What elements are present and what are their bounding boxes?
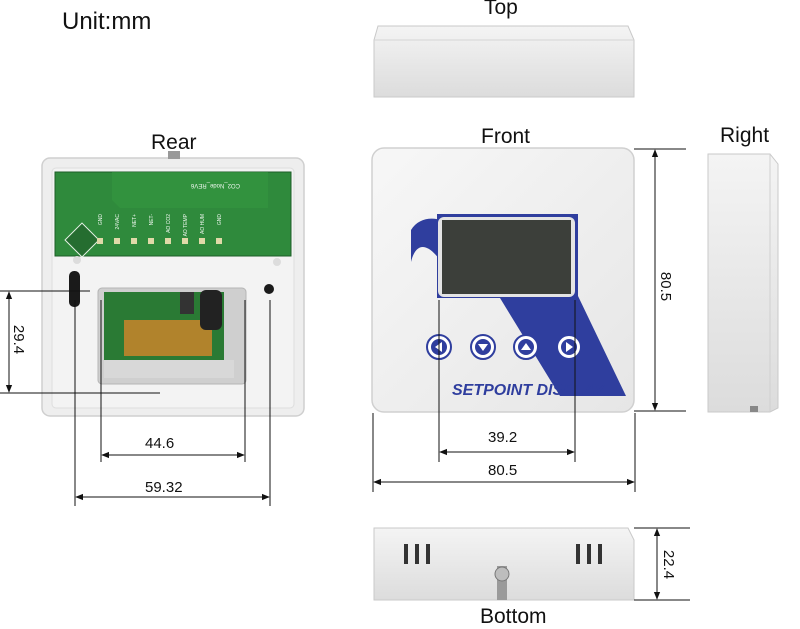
bottom-view-label: Bottom	[480, 605, 547, 628]
pcb-pin-label: NET+	[132, 214, 138, 227]
mounting-slot	[69, 271, 80, 307]
top-view	[373, 25, 635, 98]
pcb-pin	[114, 238, 120, 244]
pcb-board: GND 24VAC NET+ NET- AO CO2 AO TEMP AO HUM GND C…	[54, 171, 292, 258]
up-arrow-icon	[521, 343, 531, 350]
pcb-pin	[97, 238, 103, 244]
pcb-pin	[148, 238, 154, 244]
lcd-screen	[442, 220, 571, 294]
vent-slots-left	[404, 544, 430, 564]
pcb-pin	[131, 238, 137, 244]
bottom-view	[373, 527, 635, 601]
pcb-pin	[182, 238, 188, 244]
pcb-pin-label: GND	[217, 214, 223, 226]
dimension-front-width: 80.5	[488, 462, 518, 479]
dimension-bottom-depth: 22.4	[660, 549, 678, 580]
dimension-front-height: 80.5	[657, 271, 675, 302]
pcb-logo	[64, 222, 100, 258]
rear-view: GND 24VAC NET+ NET- AO CO2 AO TEMP AO HUM GND C…	[41, 151, 305, 417]
dimension-rear-inner-width: 44.6	[145, 435, 175, 452]
right-view-label: Right	[720, 124, 770, 147]
dimension-screen-width: 39.2	[488, 429, 518, 446]
pcb-pin	[165, 238, 171, 244]
top-view-label: Top	[484, 0, 518, 19]
bottom-screw	[494, 566, 510, 600]
front-view-label: Front	[481, 125, 531, 148]
pcb-pin-header: GND 24VAC NET+ NET- AO CO2 AO TEMP AO HUM GND	[97, 213, 223, 244]
unit-label: Unit:mm	[62, 8, 152, 35]
down-arrow-icon	[478, 344, 488, 351]
pcb-silkscreen: CO2_Node_REV6	[190, 182, 240, 188]
pcb-pin-label: AO TEMP	[183, 213, 189, 236]
pcb-pin-label: AO HUM	[200, 214, 206, 234]
dimension-rear-outer-width: 59.32	[145, 479, 183, 496]
pcb-pin-label: NET-	[149, 214, 155, 226]
pcb-pin	[216, 238, 222, 244]
right-view	[707, 153, 779, 413]
rear-view-label: Rear	[151, 131, 197, 154]
vent-slots-right	[576, 544, 602, 564]
right-arrow-button[interactable]	[556, 334, 582, 360]
pcb-pin	[199, 238, 205, 244]
up-arrow-button[interactable]	[513, 334, 539, 360]
mounting-hole	[264, 284, 274, 294]
dimension-rear-height: 29.4	[10, 324, 28, 355]
pcb-pin-label: AO CO2	[166, 214, 172, 233]
pcb-pin-label: 24VAC	[115, 214, 121, 230]
dimension-lines	[0, 148, 690, 601]
right-arrow-icon	[566, 342, 573, 352]
brand-text: SETPOINT DISPLAY	[452, 382, 606, 399]
front-view: SETPOINT DISPLAY	[371, 147, 635, 413]
pcb-pin-label: GND	[98, 214, 104, 226]
down-arrow-button[interactable]	[470, 334, 496, 360]
